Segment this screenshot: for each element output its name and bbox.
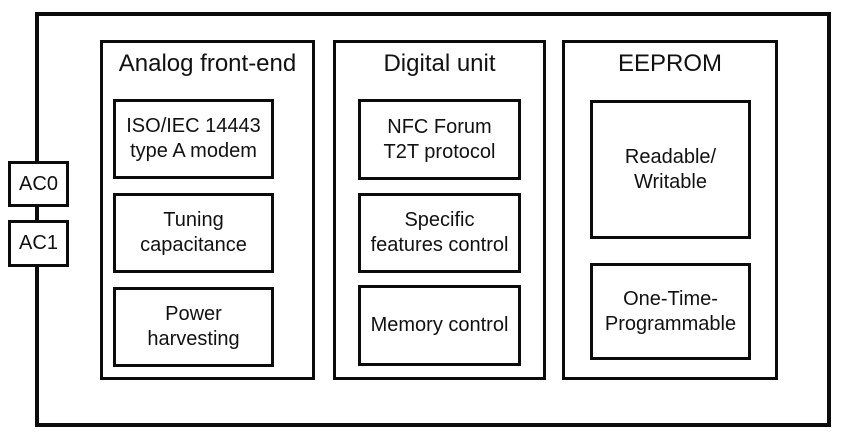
pin-ac0-label: AC0 — [19, 172, 58, 195]
block-memory-control-label: Memory control — [370, 314, 509, 336]
block-specific-features-control-label: Specific features control — [370, 209, 509, 256]
block-tuning-capacitance-label: Tuning capacitance — [140, 209, 247, 256]
block-iso-iec-14443-type-a-modem-label: ISO/IEC 14443 type A modem — [126, 115, 261, 162]
section-eeprom-title: EEPROM — [617, 50, 722, 77]
block-nfc-forum-t2t-protocol: NFC Forum T2T protocol — [358, 99, 521, 180]
block-specific-features-control: Specific features control — [358, 193, 521, 273]
block-power-harvesting-label: Power harvesting — [147, 303, 240, 350]
block-readable-writable-label: Readable/ Writable — [624, 145, 717, 193]
section-digital-unit: Digital unit NFC Forum T2T protocol Spec… — [333, 40, 546, 380]
block-readable-writable: Readable/ Writable — [590, 100, 751, 239]
block-one-time-programmable: One-Time- Programmable — [590, 263, 751, 360]
pin-ac1-label: AC1 — [19, 232, 58, 254]
section-eeprom: EEPROM Readable/ Writable One-Time- Prog… — [562, 40, 778, 380]
pin-ac1: AC1 — [8, 220, 69, 267]
section-analog-front-end: Analog front-end ISO/IEC 14443 type A mo… — [100, 40, 315, 380]
section-digital-title: Digital unit — [383, 50, 496, 77]
block-tuning-capacitance: Tuning capacitance — [113, 193, 274, 273]
section-analog-title: Analog front-end — [118, 50, 297, 77]
pin-ac0: AC0 — [8, 161, 69, 207]
block-one-time-programmable-label: One-Time- Programmable — [604, 287, 737, 335]
block-iso-iec-14443-type-a-modem: ISO/IEC 14443 type A modem — [113, 99, 274, 179]
block-memory-control: Memory control — [358, 285, 521, 366]
block-nfc-forum-t2t-protocol-label: NFC Forum T2T protocol — [383, 115, 496, 163]
block-power-harvesting: Power harvesting — [113, 287, 274, 367]
